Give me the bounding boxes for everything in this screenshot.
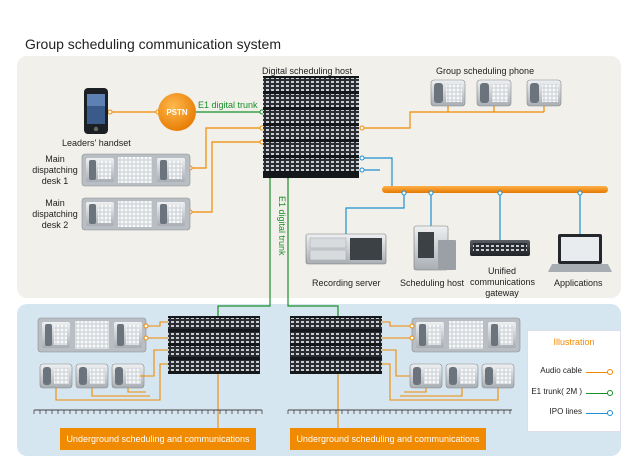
legend-ipo-swatch	[586, 413, 610, 414]
group-phone-label: Group scheduling phone	[436, 66, 535, 76]
legend-e1-label: E1 trunk( 2M )	[531, 387, 582, 396]
ip-backbone-bus	[382, 186, 608, 193]
legend-e1-swatch	[586, 393, 610, 394]
e1-trunk-horizontal-label: E1 digital trunk	[198, 100, 258, 110]
underground-right-box: Underground scheduling and communication…	[290, 428, 486, 450]
legend-ipo-label: IPO lines	[549, 407, 582, 416]
recording-server-label: Recording server	[312, 278, 381, 288]
dispatching-desk-2-icon	[81, 197, 191, 231]
underground-left-box: Underground scheduling and communication…	[60, 428, 256, 450]
legend-e1-dot	[607, 390, 613, 396]
digital-scheduling-host-rack	[263, 76, 359, 178]
e1-trunk-vertical-label: E1 digital trunk	[277, 196, 287, 256]
scheduling-host-icon	[413, 225, 456, 271]
underground-left-rack	[168, 316, 260, 374]
leaders-handset-label: Leaders' handset	[62, 138, 131, 148]
pstn-label: PSTN	[166, 108, 188, 117]
underground-left-phones-icon	[39, 363, 145, 389]
digital-host-label: Digital scheduling host	[262, 66, 353, 76]
underground-right-desk-icon	[411, 317, 521, 353]
leaders-handset-icon	[84, 88, 108, 134]
scheduling-host-label: Scheduling host	[400, 278, 465, 288]
dispatching-desk-1-icon	[81, 153, 191, 187]
group-phone-3-icon	[526, 79, 562, 107]
legend-audio-swatch	[586, 372, 610, 373]
pstn-node	[158, 93, 196, 131]
underground-right-rack	[290, 316, 382, 374]
recording-server-icon	[305, 233, 387, 265]
applications-laptop-icon	[548, 234, 612, 272]
legend-audio-label: Audio cable	[540, 366, 582, 375]
legend-ipo-dot	[607, 410, 613, 416]
applications-label: Applications	[554, 278, 603, 288]
group-phone-2-icon	[476, 79, 512, 107]
underground-left-desk-icon	[37, 317, 147, 353]
legend: Illustration Audio cable E1 trunk( 2M ) …	[527, 330, 621, 432]
legend-audio-dot	[607, 369, 613, 375]
diagram-title: Group scheduling communication system	[25, 36, 282, 52]
legend-title: Illustration	[553, 337, 595, 347]
unified-gateway-icon	[470, 240, 530, 256]
group-phone-1-icon	[430, 79, 466, 107]
underground-right-phones-icon	[409, 363, 515, 389]
